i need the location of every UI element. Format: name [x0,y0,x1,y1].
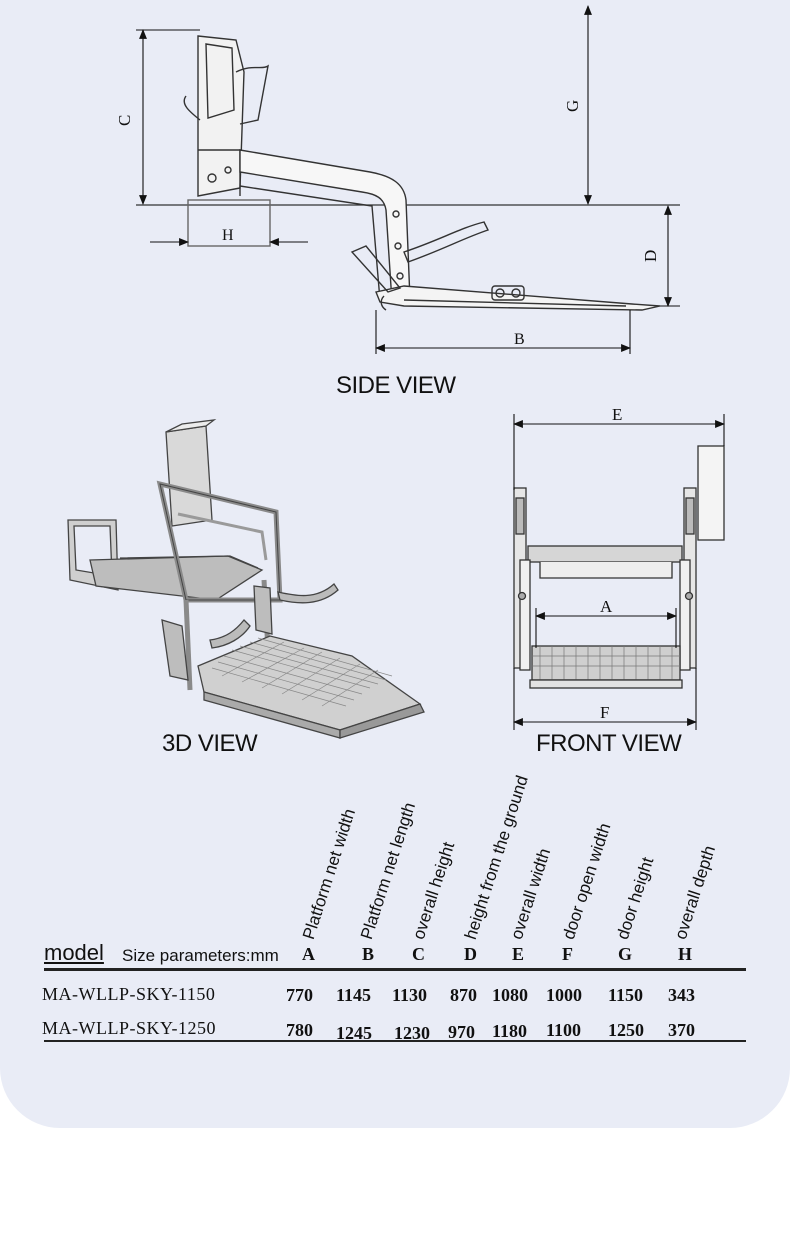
row-1-d: 870 [450,985,477,1005]
col-desc-h: overall depth [670,843,720,942]
row-1-f: 1000 [546,985,582,1005]
front-view-label: FRONT VIEW [536,730,682,757]
col-letter-g: G [618,944,633,964]
col-desc-a: Platform net width [298,806,360,942]
three-d-view-drawing [67,419,425,739]
row-2-d: 970 [448,1022,475,1042]
row-1-e: 1080 [492,985,528,1005]
side-view-label: SIDE VIEW [336,372,456,399]
row-2-a: 780 [286,1020,313,1040]
row-1-c: 1130 [392,985,428,1005]
row-2-e: 1180 [492,1021,528,1041]
row-2-g: 1250 [608,1020,644,1040]
row-2-f: 1100 [546,1020,582,1040]
col-desc-g: door height [612,854,658,942]
size-parameters-header: Size parameters:mm [122,946,279,965]
col-letter-b: B [362,944,375,964]
row-1-b: 1145 [336,985,372,1005]
col-desc-f: door open width [558,820,615,942]
col-letter-d: D [464,944,477,964]
col-desc-c: overall height [408,839,459,942]
col-letter-c: C [412,944,425,964]
row-2-c: 1230 [394,1023,430,1043]
lift-drawings: C G D H B [67,5,725,739]
model-header: model [44,940,104,965]
col-letter-a: A [302,944,315,964]
dim-label-d: D [641,250,660,262]
row-2-h: 370 [668,1020,695,1040]
row-1-h: 343 [668,985,695,1005]
three-d-view-label: 3D VIEW [162,730,258,757]
col-letter-e: E [512,944,525,964]
row-1-g: 1150 [608,985,644,1005]
dim-label-g: G [563,100,582,112]
side-view-dimensions [136,5,680,354]
row-1-a: 770 [286,985,313,1005]
header-rule [44,968,746,971]
dim-label-f: F [600,703,609,722]
row-2-model: MA-WLLP-SKY-1250 [42,1018,216,1038]
side-view-drawing [136,35,680,311]
dim-label-e: E [612,405,622,424]
front-view-drawing [513,445,725,689]
dim-label-a: A [600,597,613,616]
dim-label-c: C [115,115,134,126]
row-2-b: 1245 [336,1023,372,1043]
row-1-model: MA-WLLP-SKY-1150 [42,984,216,1004]
spec-table: Platform net width Platform net length o… [40,773,750,1050]
col-letter-f: F [562,944,573,964]
col-desc-b: Platform net length [356,800,420,942]
dim-label-h: H [222,227,234,244]
footer-rule [44,1040,746,1042]
front-view-dimensions [513,414,725,730]
dim-label-b: B [514,331,525,348]
col-desc-e: overall width [506,845,555,942]
col-letter-h: H [678,944,693,964]
